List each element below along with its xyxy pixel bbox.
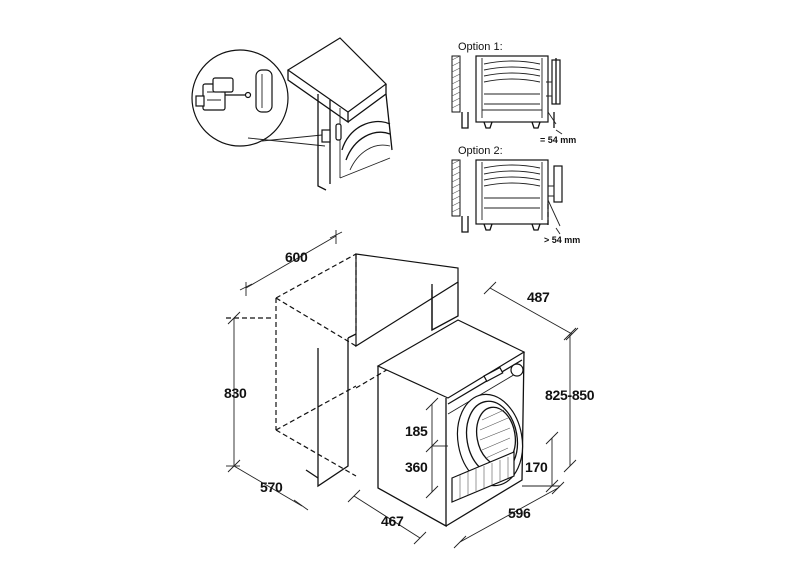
dim-machine-depth: 467 — [381, 513, 404, 529]
dim-cabinet-width: 600 — [285, 249, 308, 265]
option-2-label: Option 2: — [458, 145, 503, 157]
hinge-mount-icon — [321, 129, 331, 143]
dim-door-185: 185 — [405, 423, 428, 439]
option-1-panel: Option 1: = 54 mm — [451, 41, 576, 145]
dimension-labels: 600 830 570 487 825-850 185 360 170 467 … — [224, 249, 595, 529]
dim-machine-top-depth: 487 — [527, 289, 550, 305]
machine-side-view-2 — [475, 159, 549, 231]
washing-machine — [376, 319, 526, 528]
dimension-lines — [226, 230, 579, 549]
option-2-gap-text: > 54 mm — [544, 235, 580, 245]
dim-door-360: 360 — [405, 459, 428, 475]
dim-cabinet-depth: 570 — [260, 479, 283, 495]
wall-hatch-2 — [451, 159, 461, 213]
cabinet-corner-detail — [286, 37, 393, 191]
control-display-icon — [483, 366, 504, 383]
hinge-detail-callout — [191, 49, 326, 147]
machine-side-view-1 — [475, 55, 549, 129]
dim-plinth-height: 170 — [525, 459, 548, 475]
option-1-label: Option 1: — [458, 41, 503, 53]
wall-hatch — [451, 55, 461, 109]
option-2-panel: Option 2: > 54 mm — [451, 145, 580, 245]
dim-machine-height: 825-850 — [545, 387, 595, 403]
dim-cabinet-height: 830 — [224, 385, 247, 401]
cabinet-niche — [275, 253, 459, 488]
option-1-gap-text: = 54 mm — [540, 135, 576, 145]
hinge-bracket-icon — [195, 69, 273, 113]
dim-machine-width: 596 — [508, 505, 531, 521]
program-knob-icon — [510, 363, 524, 377]
